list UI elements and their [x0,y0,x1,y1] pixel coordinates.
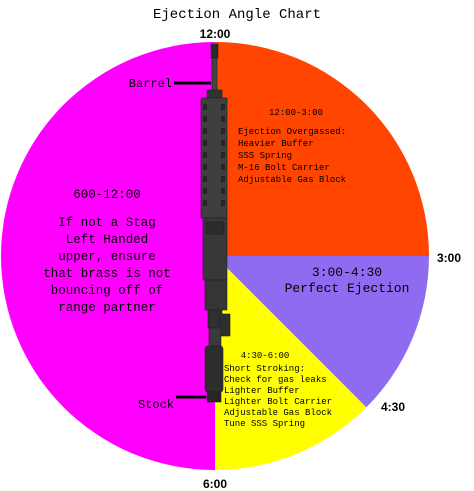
slice-text-6-12-line2: Left Handed [66,233,149,247]
slice-430-6 [215,256,367,470]
slice-text-12-3-line3: SSS Spring [238,151,292,161]
slice-text-430-6-line4: Lighter Bolt Carrier [224,397,332,407]
slice-3-430 [215,256,429,408]
barrel-callout-label: Barrel [129,77,172,91]
slice-text-6-12-line5: bouncing off of [51,284,164,298]
clock-label-12: 12:00 [200,27,231,41]
rifle-icon [200,43,231,403]
slice-text-430-6-line1: Short Stroking: [224,364,305,374]
slice-text-12-3-line1: Ejection Overgassed: [238,127,346,137]
slice-12-3 [215,42,429,256]
slice-range-430-6: 4:30-6:00 [241,351,290,361]
slice-text-430-6-line5: Adjustable Gas Block [224,408,332,418]
slice-text-430-6-line6: Tune SSS Spring [224,419,305,429]
chart-title: Ejection Angle Chart [153,7,321,23]
stock-callout-label: Stock [138,398,174,412]
slice-text-6-12-line3: upper, ensure [58,250,156,264]
slice-text-430-6-line3: Lighter Buffer [224,386,300,396]
slice-text-6-12-line1: If not a Stag [58,216,156,230]
clock-label-6: 6:00 [203,477,227,491]
slice-text-6-12-line6: range partner [58,301,156,315]
slice-text-6-12-line4: that brass is not [43,267,171,281]
slice-6-12 [1,42,215,470]
slice-range-12-3: 12:00-3:00 [269,108,323,118]
slice-text-12-3-line4: M-16 Bolt Carrier [238,163,330,173]
clock-label-3: 3:00 [437,251,461,265]
slice-text-3-430-line1: Perfect Ejection [285,281,410,296]
slice-range-3-430: 3:00-4:30 [312,265,382,280]
slice-text-12-3-line5: Adjustable Gas Block [238,175,346,185]
slice-range-6-12: 600-12:00 [73,188,141,202]
clock-label-430: 4:30 [381,400,405,414]
slice-text-12-3-line2: Heavier Buffer [238,139,314,149]
slice-text-430-6-line2: Check for gas leaks [224,375,327,385]
